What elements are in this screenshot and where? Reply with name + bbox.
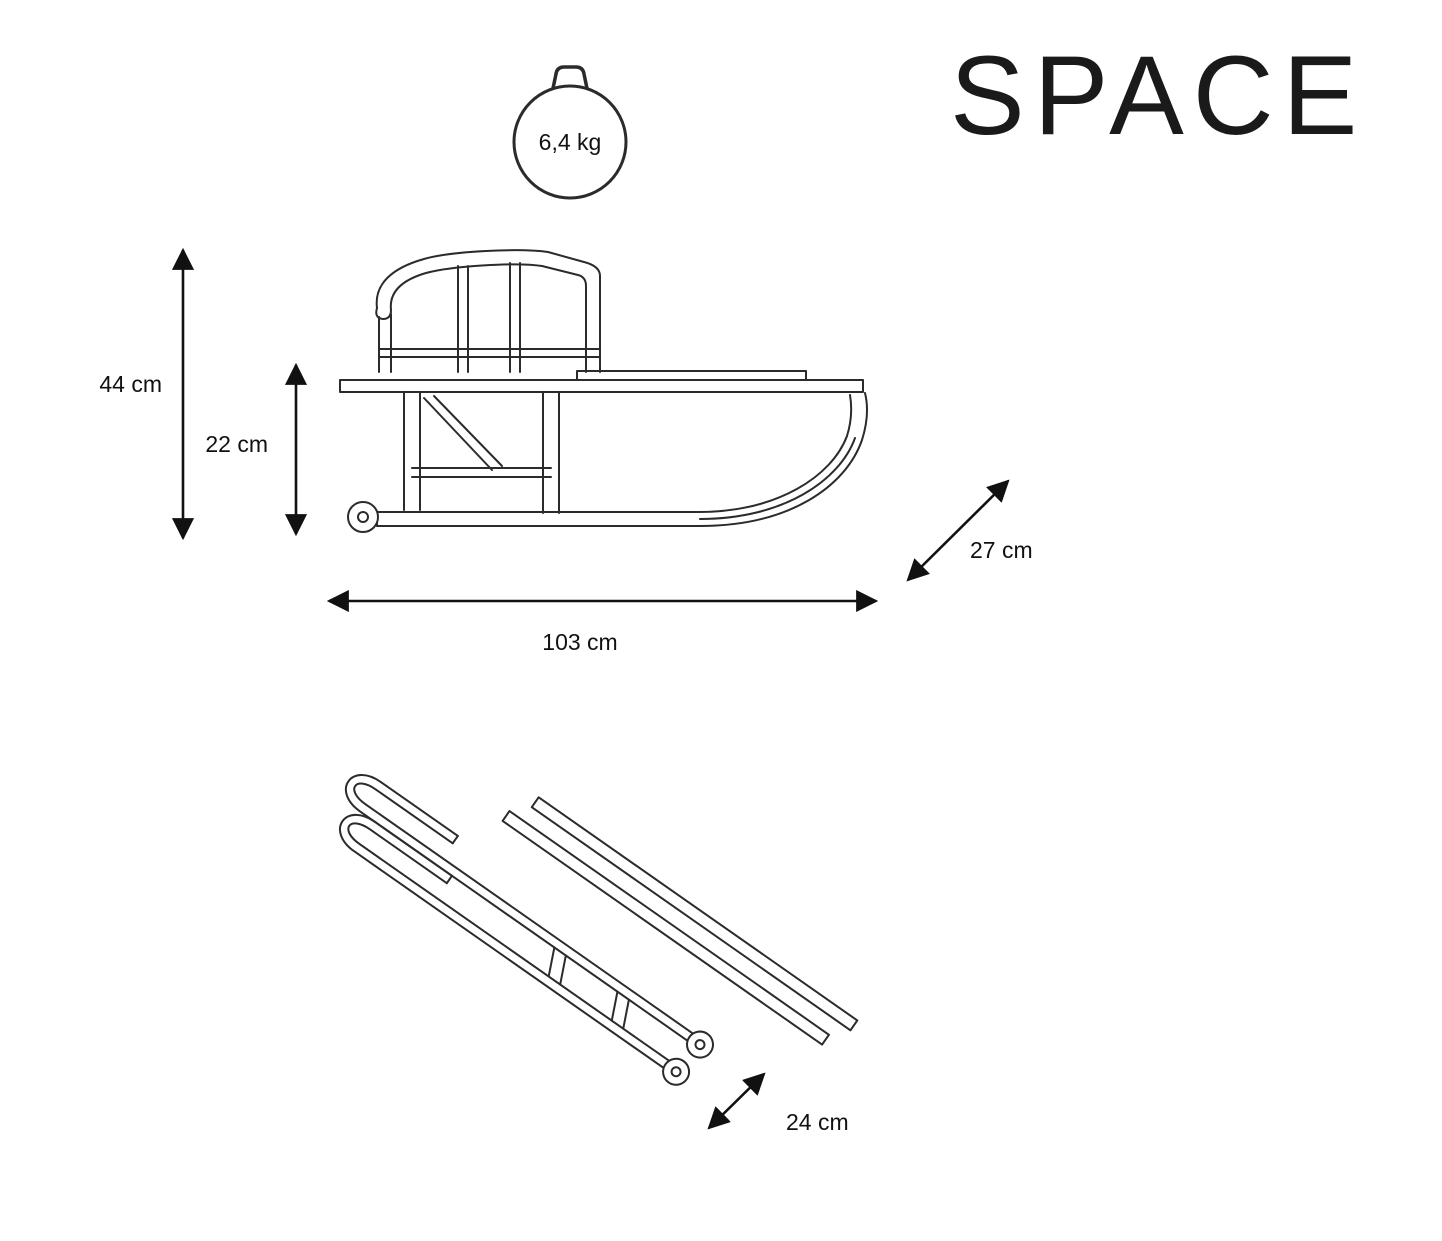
dim-arrow-runner-width — [707, 1072, 766, 1130]
brand-title: SPACE — [950, 33, 1367, 158]
runner-wheel-b-icon — [662, 1057, 691, 1086]
seat-slat — [576, 370, 807, 381]
weight-icon: 6,4 kg — [512, 65, 628, 200]
weight-circle — [512, 84, 628, 200]
weight-handle — [549, 65, 591, 100]
deck-board — [339, 379, 864, 393]
front-wheel-icon — [347, 501, 379, 533]
label-width: 27 cm — [970, 537, 1033, 563]
label-total-height: 44 cm — [99, 371, 162, 397]
dim-arrow-width — [906, 479, 1010, 582]
label-length: 103 cm — [542, 629, 617, 655]
sled-side-view — [339, 249, 868, 533]
weight-value: 6,4 kg — [539, 129, 602, 155]
sled-runner-view — [339, 774, 859, 1086]
runner-wheel-a-icon — [686, 1030, 715, 1059]
backrest — [375, 249, 601, 373]
runner-b — [339, 813, 674, 1072]
label-runner-width: 24 cm — [786, 1109, 849, 1135]
runner-a — [344, 774, 698, 1045]
seat-frame — [403, 391, 560, 514]
deck-slats — [501, 796, 859, 1046]
label-seat-height: 22 cm — [205, 431, 268, 457]
cross-braces — [547, 946, 630, 1030]
dimension-arrows — [171, 247, 1010, 1130]
